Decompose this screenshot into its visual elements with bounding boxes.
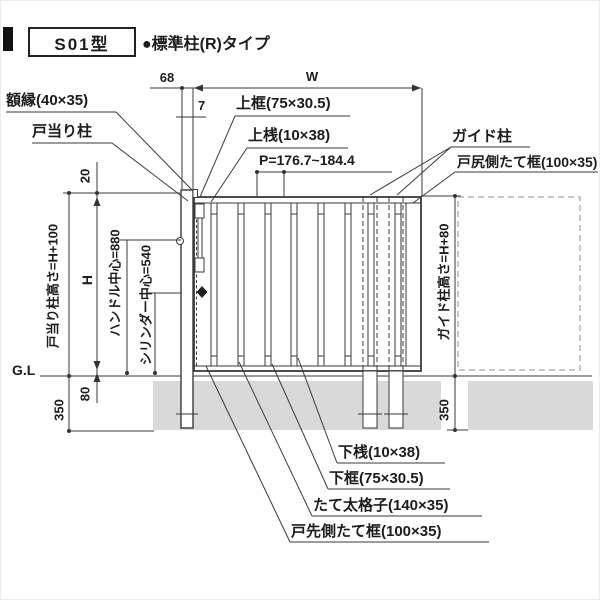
dim-h-label: H [79, 274, 95, 286]
frame-trim-label: 額縁(40×35) [6, 92, 89, 109]
door-stop-post-label: 戸当り柱 [32, 123, 93, 140]
handle-assembly [194, 203, 208, 298]
door-stop-post [176, 189, 198, 429]
dim-80-label: 80 [77, 386, 93, 402]
dim-20-label: 20 [77, 168, 93, 184]
handle-center-label: ハンドル中心=880 [107, 229, 123, 337]
cylinder-mark [196, 286, 208, 298]
guide-post-height-label: ガイド柱高さ=H+80 [436, 223, 452, 341]
model-code: S01型 [54, 34, 110, 54]
vertical-pickets [210, 203, 402, 366]
guide-post-label: ガイド柱 [452, 128, 513, 145]
header-accent-bar [3, 27, 13, 51]
cylinder-center-label: シリンダー中心=540 [138, 244, 154, 366]
type-label: ●標準柱(R)タイプ [142, 36, 270, 53]
rear-stile-label: 戸尻側たて框(100×35) [457, 154, 598, 170]
dim-350-right-label: 350 [436, 399, 452, 421]
bottom-frame-label: 下框(75×30.5) [329, 470, 424, 487]
dim-68-label: 68 [159, 70, 175, 85]
wide-picket-label: たて太格子(140×35) [313, 497, 449, 514]
front-stile-label: 戸先側たて框(100×35) [291, 523, 442, 540]
bottom-rail-label: 下桟(10×38) [338, 444, 421, 461]
dimension-lines [63, 84, 468, 433]
gate-open-position-outline [457, 196, 581, 371]
pitch-label: P=176.7~184.4 [259, 152, 355, 168]
leader-lines [6, 111, 598, 543]
door-stop-post-height-label: 戸当り柱高さ=H+100 [45, 223, 61, 349]
top-rail-label: 上桟(10×38) [248, 127, 331, 144]
top-frame-label: 上框(75×30.5) [236, 95, 331, 112]
ground-level-label: G.L [12, 362, 36, 378]
dim-350-left-label: 350 [51, 399, 67, 421]
model-code-box: S01型 [28, 27, 136, 57]
dim-7-label: 7 [198, 98, 206, 113]
gate-leaf [193, 196, 422, 372]
dim-w-label: W [305, 69, 319, 84]
latch-keeper [176, 237, 184, 245]
frame-trim [192, 189, 198, 198]
